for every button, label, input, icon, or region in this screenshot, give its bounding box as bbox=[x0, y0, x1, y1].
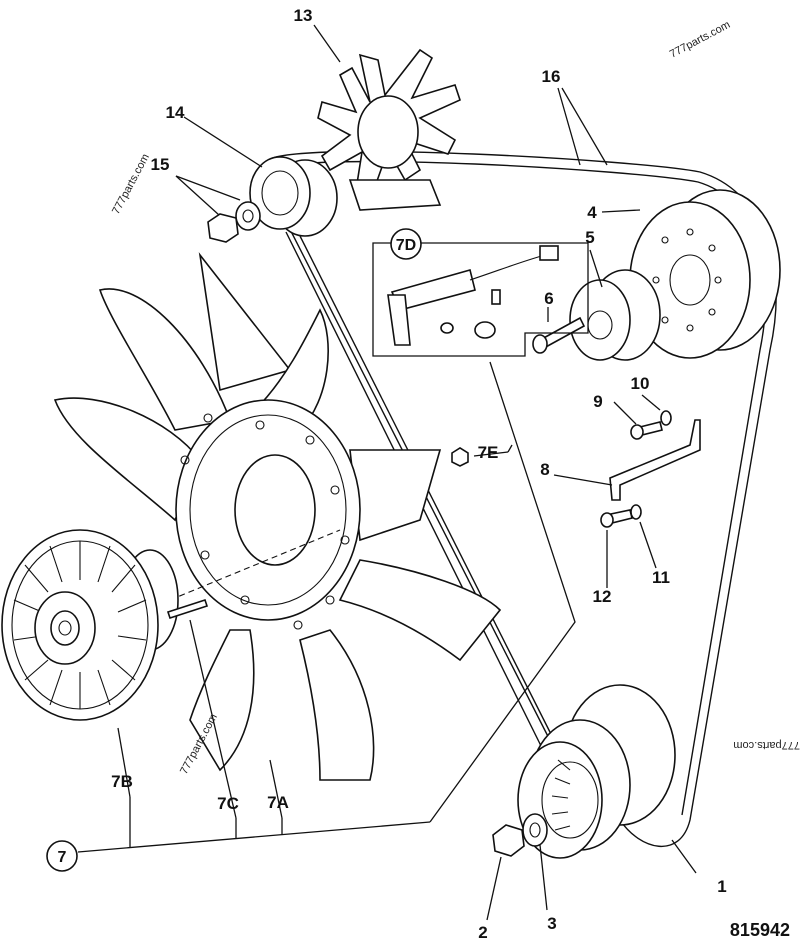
viscous-fan-coupling bbox=[1, 529, 179, 721]
alternator-fan bbox=[317, 48, 461, 211]
alternator-pulley bbox=[249, 156, 338, 237]
callout-7a: 7A bbox=[267, 793, 289, 812]
belt-tensioner bbox=[569, 269, 661, 361]
fan-nut bbox=[451, 447, 469, 467]
callout-3: 3 bbox=[547, 914, 556, 933]
crank-washer bbox=[522, 813, 548, 847]
sensor-detail-box bbox=[372, 242, 589, 357]
crankshaft-pulley bbox=[517, 684, 676, 859]
callout-2: 2 bbox=[478, 923, 487, 942]
callout-1: 1 bbox=[717, 877, 726, 896]
callout-7-circle bbox=[46, 840, 78, 872]
coupling-stud bbox=[166, 598, 209, 620]
callout-9: 9 bbox=[593, 392, 602, 411]
callout-7d: 7D bbox=[396, 237, 416, 254]
drawing-number: 815942 bbox=[730, 920, 790, 940]
callout-8: 8 bbox=[540, 460, 549, 479]
leader-lines bbox=[77, 24, 697, 921]
callout-7e: 7E bbox=[478, 443, 499, 462]
watermark: 777parts.com bbox=[733, 739, 800, 751]
callout-12: 12 bbox=[593, 587, 612, 606]
fan-blades bbox=[53, 252, 502, 781]
callout-13: 13 bbox=[294, 6, 313, 25]
callout-6: 6 bbox=[544, 289, 553, 308]
callout-15: 15 bbox=[151, 155, 170, 174]
bracket-bolts bbox=[600, 410, 672, 528]
callout-7c: 7C bbox=[217, 794, 239, 813]
callout-labels: 1 2 3 4 5 6 7 7A 7B 7C 7D 7E 8 9 10 11 1… bbox=[46, 6, 727, 942]
callout-7b: 7B bbox=[111, 772, 133, 791]
pulley-nut-washer bbox=[207, 201, 261, 243]
callout-7d-circle bbox=[390, 228, 422, 260]
watermark: 777parts.com bbox=[668, 19, 732, 61]
mounting-bracket bbox=[609, 419, 701, 501]
watermark: 777parts.com bbox=[110, 152, 152, 216]
callout-5: 5 bbox=[585, 228, 594, 247]
crank-nut bbox=[492, 824, 525, 857]
callout-11: 11 bbox=[652, 568, 670, 587]
callout-7: 7 bbox=[58, 849, 67, 866]
callout-10: 10 bbox=[631, 374, 650, 393]
callout-14: 14 bbox=[166, 103, 185, 122]
callout-16: 16 bbox=[542, 67, 561, 86]
water-pump-pulley bbox=[629, 189, 781, 359]
callout-4: 4 bbox=[587, 203, 597, 222]
